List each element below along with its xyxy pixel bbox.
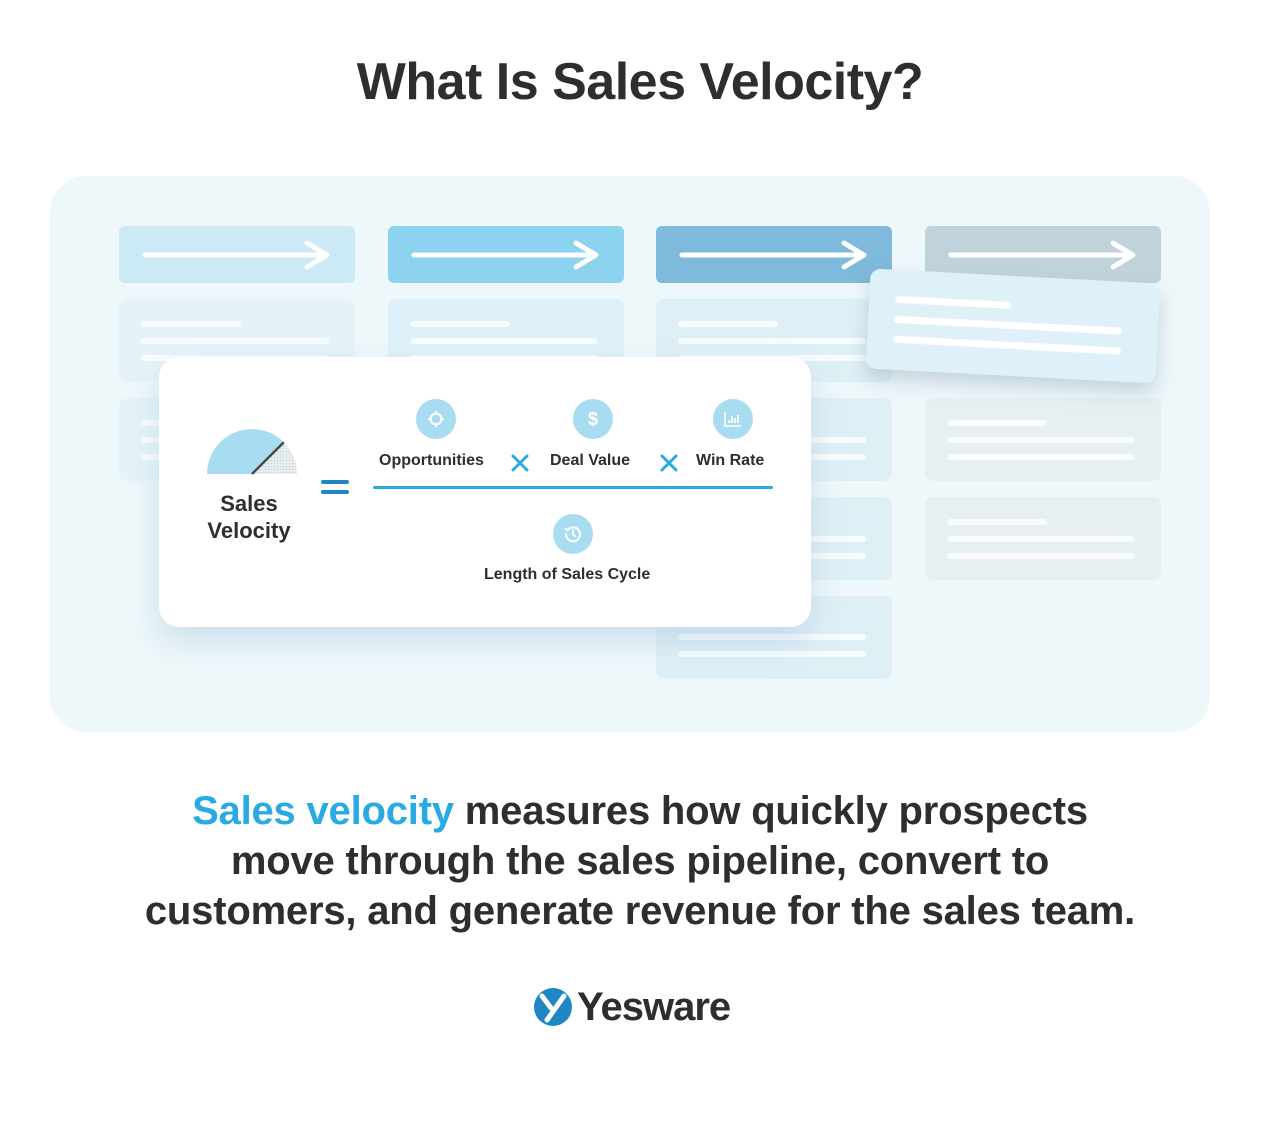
arrow-right-icon bbox=[411, 240, 599, 270]
equals-icon bbox=[321, 480, 349, 500]
result-label: Sales Velocity bbox=[207, 491, 291, 543]
dragged-pipeline-card bbox=[865, 268, 1161, 384]
pipeline-card bbox=[925, 398, 1161, 481]
dollar-icon: $ bbox=[573, 399, 613, 439]
fraction-bar bbox=[373, 486, 773, 489]
arrow-right-icon bbox=[142, 240, 330, 270]
history-clock-icon bbox=[553, 514, 593, 554]
term-length-of-sales-cycle: Length of Sales Cycle bbox=[484, 566, 651, 583]
gauge-icon bbox=[207, 429, 297, 475]
highlight-term: Sales velocity bbox=[192, 789, 454, 833]
term-deal-value: Deal Value bbox=[550, 452, 631, 469]
sales-velocity-formula-card: Sales Velocity $ Opportunities Deal Valu… bbox=[159, 357, 811, 627]
term-opportunities: Opportunities bbox=[379, 452, 484, 469]
yesware-logo: Yesware bbox=[533, 984, 731, 1029]
page-title: What Is Sales Velocity? bbox=[356, 53, 924, 111]
yesware-logo-icon bbox=[534, 988, 572, 1026]
pipeline-card bbox=[925, 497, 1161, 580]
pipeline-column-header-3 bbox=[656, 226, 892, 283]
brand-name: Yesware bbox=[577, 984, 731, 1029]
arrow-right-icon bbox=[679, 240, 867, 270]
multiply-icon bbox=[511, 454, 529, 472]
pipeline-column-header-2 bbox=[388, 226, 624, 283]
multiply-icon bbox=[660, 454, 678, 472]
pipeline-column-header-1 bbox=[119, 226, 355, 283]
term-win-rate: Win Rate bbox=[696, 452, 765, 469]
bar-chart-icon bbox=[713, 399, 753, 439]
arrow-right-icon bbox=[948, 240, 1136, 270]
target-icon bbox=[416, 399, 456, 439]
description: Sales velocity measures how quickly pros… bbox=[144, 789, 1136, 933]
